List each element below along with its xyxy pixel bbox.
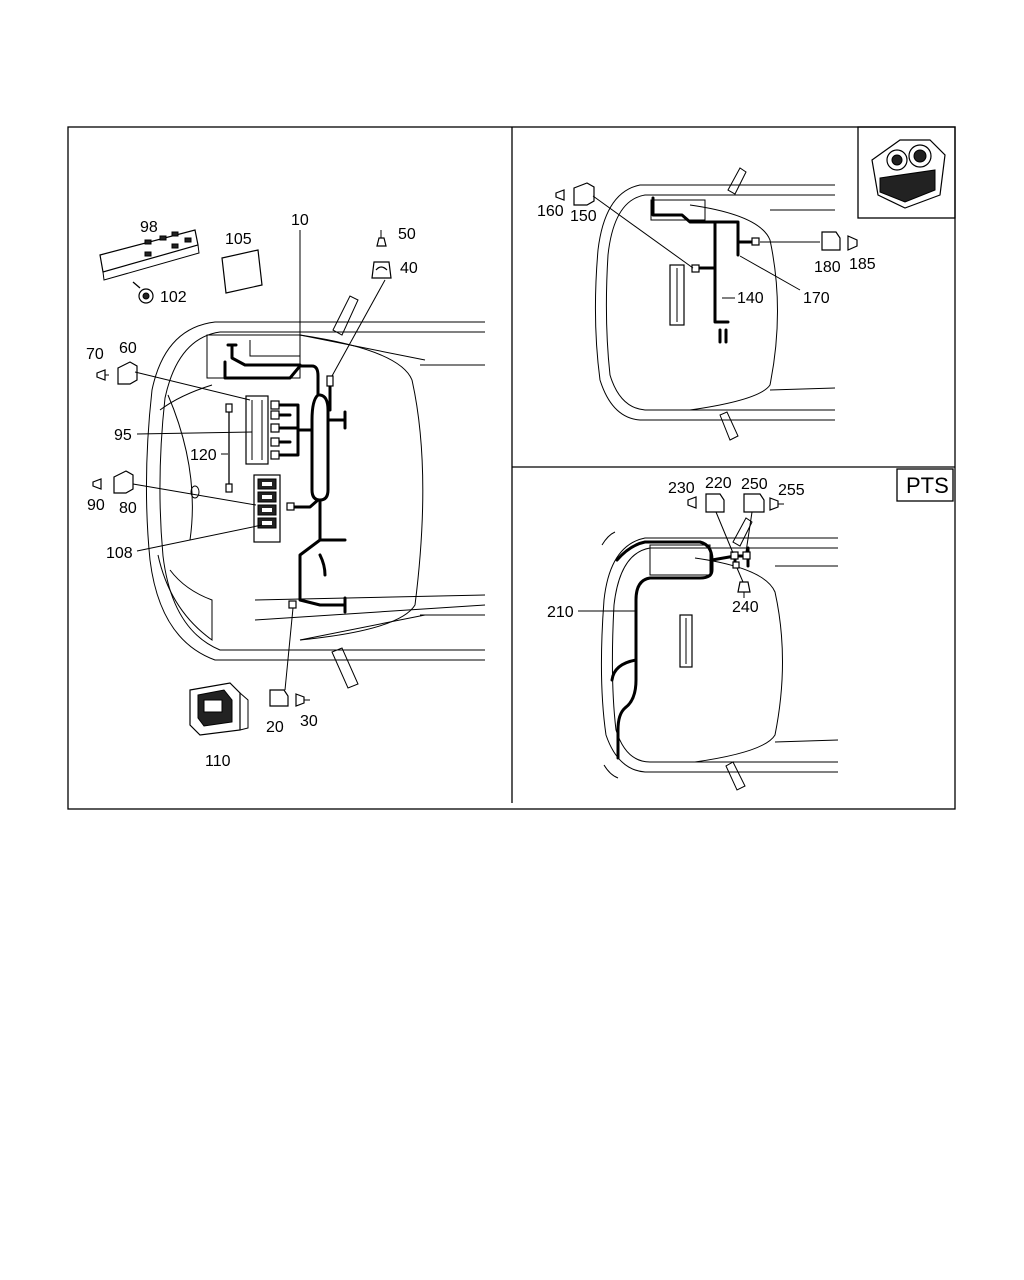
pts-label: PTS [906, 473, 949, 498]
harness-210 [610, 540, 751, 760]
vehicle-outline-main [145, 295, 486, 689]
connector-40 [371, 261, 392, 279]
connector-80 [113, 470, 134, 494]
label-98: 98 [140, 219, 158, 236]
label-255: 255 [778, 482, 805, 499]
label-80: 80 [119, 500, 137, 517]
relay-block-108 [253, 474, 281, 543]
leader-lines-top-right [592, 195, 820, 299]
connector-20 [269, 689, 289, 707]
connector-150 [573, 182, 595, 206]
harness-140 [651, 196, 760, 344]
label-105 [221, 249, 263, 294]
label-180: 180 [814, 259, 841, 276]
harness-10 [223, 343, 347, 614]
label-210: 210 [547, 604, 574, 621]
label-160: 160 [537, 203, 564, 220]
terminal-70 [96, 369, 109, 381]
label-230: 230 [668, 480, 695, 497]
switch-module-110 [189, 682, 249, 736]
leader-lines-main [132, 230, 386, 691]
label-240: 240 [732, 599, 759, 616]
label-50: 50 [398, 226, 416, 243]
connector-180 [821, 231, 841, 251]
label-30: 30 [300, 713, 318, 730]
vehicle-outline-bottom-right [600, 517, 839, 791]
terminal-255 [769, 497, 784, 511]
label-60: 60 [119, 340, 137, 357]
inset-component-image [871, 139, 946, 209]
label-95: 95 [114, 427, 132, 444]
plate-98 [99, 229, 200, 281]
leader-lines-bottom-right [578, 511, 753, 612]
label-105: 105 [225, 231, 252, 248]
label-140: 140 [737, 290, 764, 307]
screw-102 [132, 281, 154, 304]
terminal-230 [687, 496, 697, 509]
label-90: 90 [87, 497, 105, 514]
label-70: 70 [86, 346, 104, 363]
label-108: 108 [106, 545, 133, 562]
connector-60 [117, 361, 138, 385]
top-right-panel: 160 150 140 170 180 185 [537, 139, 946, 441]
terminal-240 [737, 581, 751, 598]
main-panel: 10 50 40 98 105 102 70 60 95 120 90 80 1… [86, 212, 486, 770]
fuse-box-bottom-right [679, 614, 693, 668]
label-220: 220 [705, 475, 732, 492]
label-170: 170 [803, 290, 830, 307]
connector-250 [743, 493, 765, 513]
label-10: 10 [291, 212, 309, 229]
bottom-right-panel: PTS [547, 468, 954, 791]
terminal-30 [295, 693, 310, 707]
label-250: 250 [741, 476, 768, 493]
label-185: 185 [849, 256, 876, 273]
pts-tag: PTS [896, 468, 954, 502]
terminal-160 [555, 189, 565, 201]
diagram-frame [67, 126, 956, 810]
label-40: 40 [400, 260, 418, 277]
vehicle-outline-top-right [594, 167, 836, 441]
terminal-50 [376, 230, 387, 247]
label-20: 20 [266, 719, 284, 736]
label-110: 110 [205, 753, 231, 770]
fuse-box-95 [245, 395, 269, 465]
fuse-box-top-right [669, 264, 685, 326]
terminal-90 [92, 478, 102, 490]
label-150: 150 [570, 208, 597, 225]
connector-220 [705, 493, 725, 513]
terminal-185 [847, 235, 858, 251]
label-102: 102 [160, 289, 187, 306]
label-120: 120 [190, 447, 217, 464]
link-120 [225, 403, 233, 493]
